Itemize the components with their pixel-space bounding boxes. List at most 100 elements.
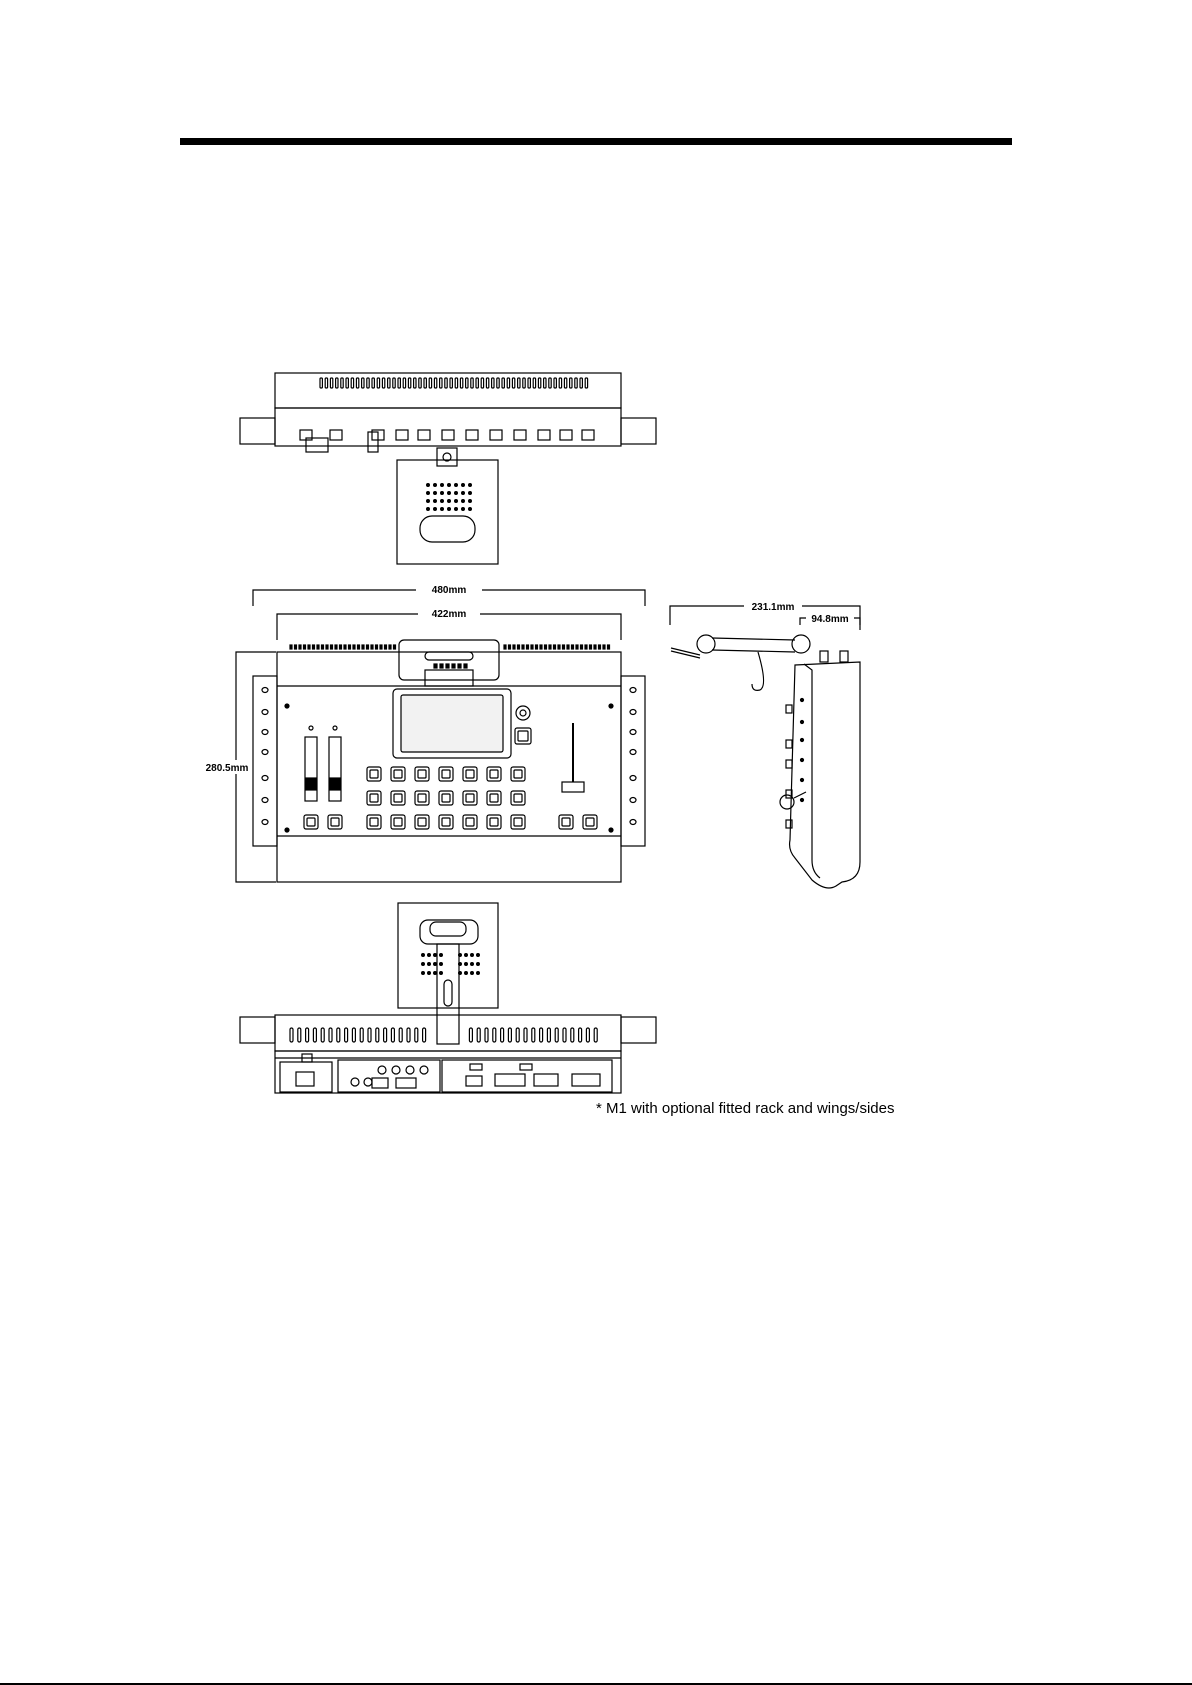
vent-slot: [415, 1028, 418, 1042]
vent-slot: [486, 378, 488, 388]
bracket-hole: [434, 492, 437, 495]
front-view-buttons: [304, 767, 597, 829]
vent-slot: [340, 645, 342, 649]
bottom-view-power-inlet: [296, 1072, 314, 1086]
connector: [538, 430, 550, 440]
bracket-hole: [448, 500, 451, 503]
side-screw: [801, 739, 804, 742]
vent-slot: [424, 378, 426, 388]
connector: [372, 1078, 388, 1088]
bracket-hole: [428, 963, 431, 966]
dim-label-side-thickness: 94.8mm: [811, 614, 848, 625]
bracket-hole: [469, 492, 472, 495]
screw: [609, 828, 613, 832]
bracket-hole: [434, 508, 437, 511]
vent-slot: [290, 645, 292, 649]
vent-slot: [469, 1028, 472, 1042]
bracket-hole: [422, 972, 425, 975]
vent-slot: [367, 645, 369, 649]
vent-slot: [380, 645, 382, 649]
vent-slot: [533, 378, 535, 388]
bracket-hole: [477, 954, 480, 957]
panel-button: [391, 815, 405, 829]
ear-hole: [262, 710, 268, 715]
bracket-hole: [465, 972, 468, 975]
panel-button: [367, 767, 381, 781]
vent-slot: [351, 378, 353, 388]
bracket-hole: [440, 963, 443, 966]
front-view-rotary-knob: [516, 706, 530, 720]
vent-slot: [429, 378, 431, 388]
panel-button: [583, 815, 597, 829]
vent-slot: [368, 1028, 371, 1042]
top-view-bracket: [397, 460, 498, 564]
bracket-hole: [440, 972, 443, 975]
vent-slot: [434, 378, 436, 388]
panel-button-cap: [394, 818, 402, 826]
bottom-view-arm: [437, 944, 459, 1044]
led: [446, 664, 449, 668]
vent-slot: [477, 1028, 480, 1042]
vent-slot: [538, 378, 540, 388]
panel-button: [304, 815, 318, 829]
bracket-hole: [427, 508, 430, 511]
vent-slot: [326, 645, 328, 649]
vent-slot: [509, 645, 511, 649]
side-knob: [786, 760, 792, 768]
connector: [582, 430, 594, 440]
vent-slot: [450, 378, 452, 388]
vent-slot: [322, 645, 324, 649]
vent-slot: [393, 378, 395, 388]
side-view: 231.1mm 94.8mm: [670, 598, 860, 888]
ear-hole: [262, 750, 268, 755]
vent-slot: [554, 645, 556, 649]
panel-button: [463, 791, 477, 805]
led: [440, 664, 443, 668]
panel-button: [367, 815, 381, 829]
led: [452, 664, 455, 668]
bracket-hole: [471, 963, 474, 966]
bracket-hole: [441, 492, 444, 495]
vent-slot: [466, 378, 468, 388]
vent-slot: [471, 378, 473, 388]
connector: [378, 1066, 386, 1074]
bracket-hole: [428, 972, 431, 975]
vent-slot: [399, 1028, 402, 1042]
vent-slot: [585, 645, 587, 649]
vent-slot: [512, 378, 514, 388]
ear-hole: [630, 750, 636, 755]
vent-slot: [308, 645, 310, 649]
bracket-hole: [471, 954, 474, 957]
vent-slot: [419, 378, 421, 388]
panel-button-cap: [370, 794, 378, 802]
top-view-bracket-mount: [437, 448, 457, 466]
bracket-hole: [455, 492, 458, 495]
vent-slot: [298, 1028, 301, 1042]
vent-slot: [360, 1028, 363, 1042]
panel-button: [328, 815, 342, 829]
panel-button-cap: [394, 794, 402, 802]
vent-slot: [575, 378, 577, 388]
bracket-hole: [427, 492, 430, 495]
vent-slot: [549, 378, 551, 388]
vent-slot: [493, 1028, 496, 1042]
panel-button: [463, 815, 477, 829]
side-screw: [801, 699, 804, 702]
vent-slot: [344, 645, 346, 649]
bracket-hole: [448, 492, 451, 495]
bracket-hole: [428, 954, 431, 957]
side-view-hook: [752, 652, 764, 690]
panel-button-cap: [466, 818, 474, 826]
bracket-hole: [469, 508, 472, 511]
bracket-hole: [434, 500, 437, 503]
vent-slot: [362, 645, 364, 649]
vent-slot: [403, 378, 405, 388]
bracket-hole: [462, 484, 465, 487]
vent-slot: [445, 378, 447, 388]
bracket-hole: [434, 484, 437, 487]
vent-slot: [391, 1028, 394, 1042]
dim-label-side-depth: 231.1mm: [752, 602, 795, 613]
ear-hole: [630, 798, 636, 803]
vent-slot: [455, 378, 457, 388]
connector: [396, 1078, 416, 1088]
